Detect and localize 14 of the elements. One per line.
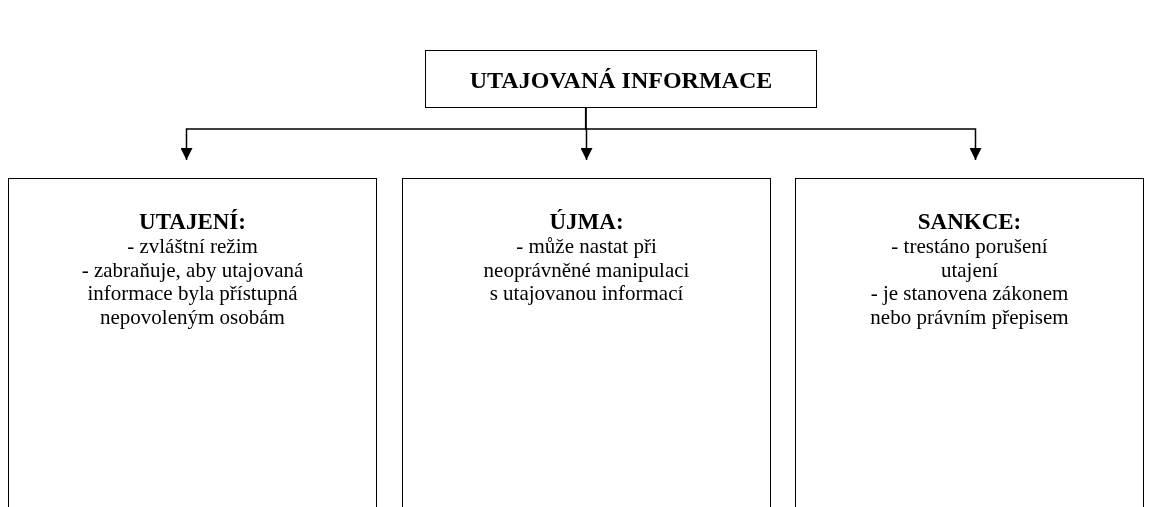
bullet-text: - může nastat při neoprávněné manipulaci s utajovanou informací xyxy=(482,235,691,306)
bullet-text: - trestáno porušení utajení xyxy=(890,235,1049,282)
heading: UTAJOVANÁ INFORMACE xyxy=(468,67,774,94)
heading: SANKCE: xyxy=(916,209,1023,235)
bullet-text: - je stanovena zákonem nebo právním přepisem xyxy=(869,282,1070,329)
bullet-text: - zabraňuje, aby utajovaná informace byla přístupná nepovoleným osobám xyxy=(80,258,305,329)
heading: ÚJMA: xyxy=(548,209,625,235)
category-box xyxy=(8,178,377,507)
arrow xyxy=(584,107,982,161)
bullet-text: - zvláštní režim xyxy=(126,235,259,259)
category-box xyxy=(795,178,1144,507)
heading: UTAJENÍ: xyxy=(138,209,247,235)
title-box xyxy=(425,50,817,108)
category-box xyxy=(402,178,771,507)
